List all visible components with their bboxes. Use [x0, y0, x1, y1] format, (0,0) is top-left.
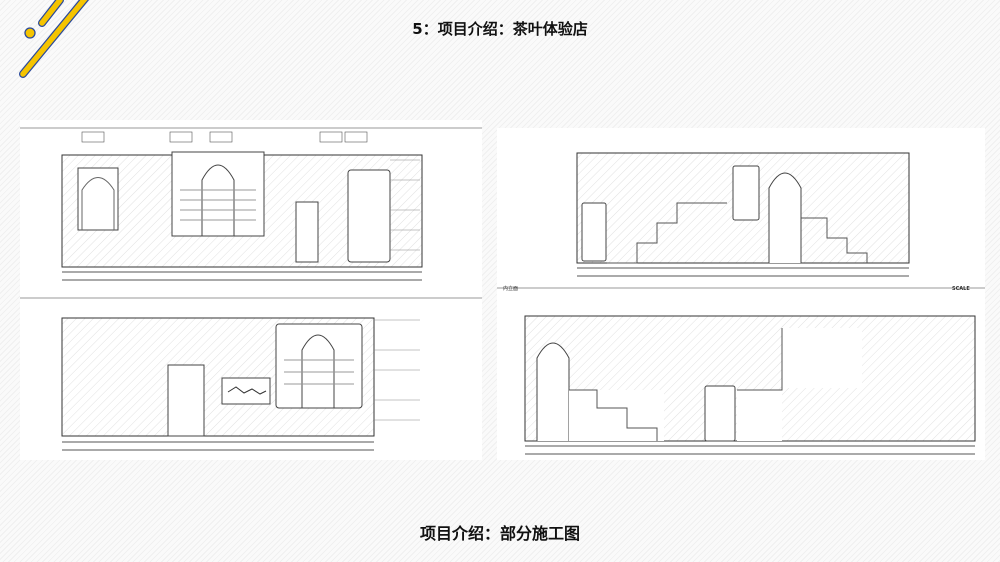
elevation-drawing-right: 内立面 SCALE [497, 128, 985, 460]
view-label: 内立面 [503, 285, 518, 292]
corner-decoration [19, 0, 90, 78]
elevation-drawing-left [20, 120, 482, 460]
slide-caption: 项目介绍：部分施工图 [419, 524, 580, 543]
slide-title: 5：项目介绍：茶叶体验店 [412, 20, 588, 38]
scale-label: SCALE [952, 286, 970, 292]
